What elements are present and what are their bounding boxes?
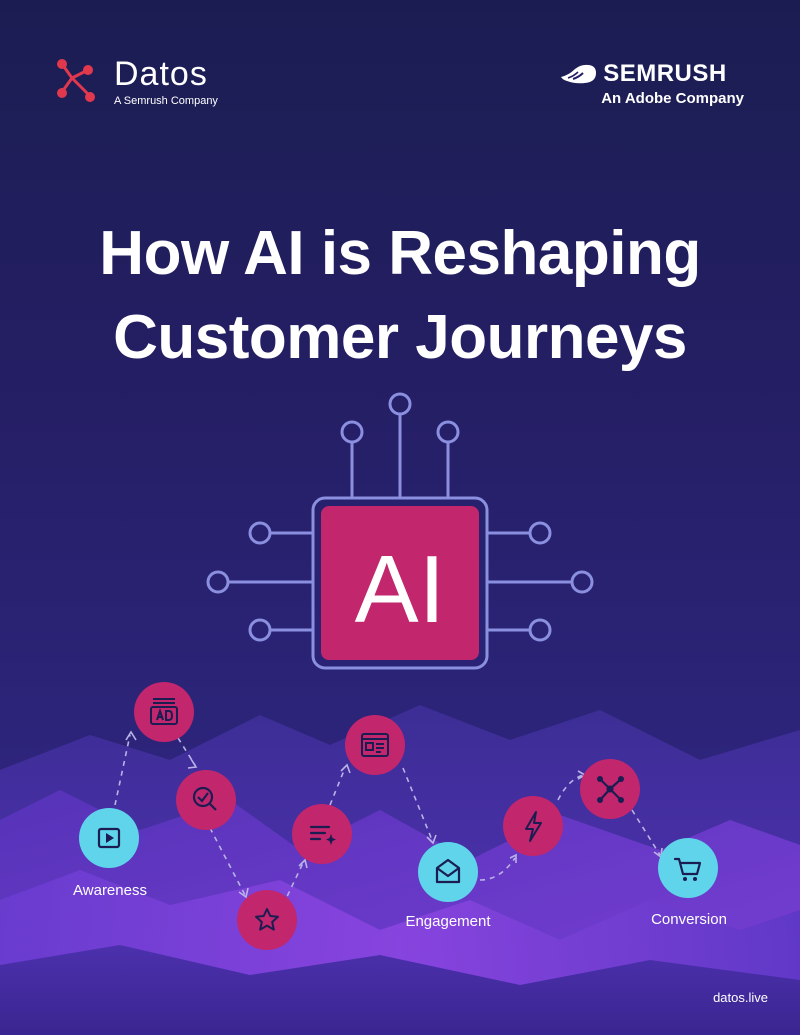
- datos-tagline: A Semrush Company: [114, 95, 218, 107]
- ad-icon: [134, 682, 194, 742]
- stage-label-awareness: Awareness: [73, 882, 147, 899]
- ai-chip-label: AI: [355, 536, 446, 643]
- title-line-1: How AI is Reshaping: [99, 219, 701, 288]
- lightning-icon: [503, 796, 563, 856]
- browser-icon: [345, 715, 405, 775]
- journey-path: [114, 734, 661, 906]
- datos-logo: Datos A Semrush Company: [52, 56, 218, 107]
- sparkle-list-icon: [292, 804, 352, 864]
- star-icon: [237, 890, 297, 950]
- play-icon: [79, 808, 139, 868]
- semrush-flame-icon: [561, 64, 597, 84]
- stage-label-engagement: Engagement: [405, 913, 491, 930]
- cart-icon: [658, 838, 718, 898]
- ai-chip-core: [321, 506, 479, 660]
- page-title: How AI is Reshaping Customer Journeys: [0, 212, 800, 380]
- ai-chip: [206, 392, 594, 670]
- semrush-wordmark: SEMRUSH: [603, 60, 727, 87]
- datos-network-icon: [57, 59, 95, 102]
- datos-wordmark: Datos: [114, 55, 208, 93]
- network-icon: [580, 759, 640, 819]
- title-line-2: Customer Journeys: [113, 303, 687, 372]
- stage-label-conversion: Conversion: [651, 911, 727, 928]
- semrush-logo: SEMRUSH An Adobe Company: [559, 60, 744, 107]
- semrush-tagline: An Adobe Company: [601, 90, 744, 107]
- search-check-icon: [176, 770, 236, 830]
- mail-icon: [418, 842, 478, 902]
- footer-url[interactable]: datos.live: [713, 990, 768, 1005]
